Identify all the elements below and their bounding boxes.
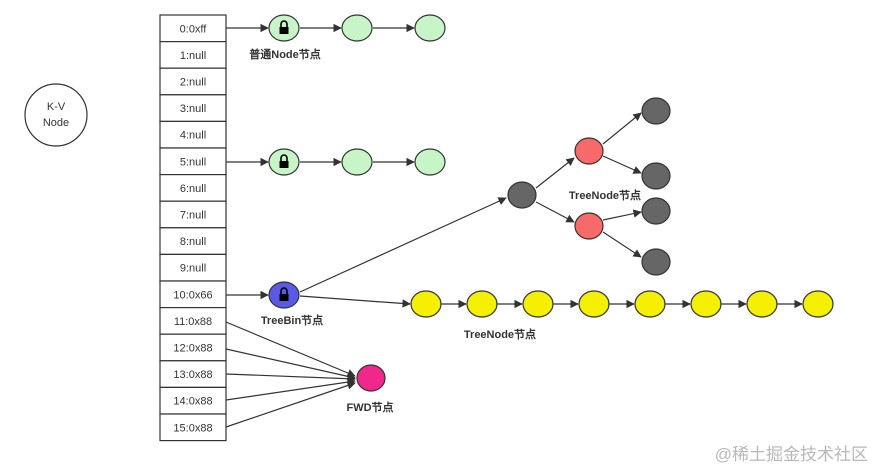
tree-root-node <box>507 181 537 209</box>
bucket-slot-label: 13:0x88 <box>173 369 212 381</box>
legend-line2: Node <box>43 117 69 129</box>
bucket-slot: 11:0x88 <box>159 307 227 335</box>
bucket-slot: 14:0x88 <box>159 386 227 415</box>
edge <box>225 373 356 383</box>
bucket-slot-label: 10:0x66 <box>173 289 212 301</box>
tree-list-node <box>802 290 834 318</box>
bucket-slot: 4:null <box>159 120 227 149</box>
label-treenode-lower: TreeNode节点 <box>464 327 536 341</box>
bucket-slot-label: 14:0x88 <box>173 396 212 408</box>
tree-list-node <box>578 290 610 318</box>
bucket-slot: 6:null <box>159 174 227 202</box>
bucket-slot-label: 12:0x88 <box>173 343 212 355</box>
edge <box>535 201 575 223</box>
bucket-slot-label: 2:null <box>180 77 206 89</box>
bucket-slot: 8:null <box>159 227 227 256</box>
bucket-slot: 3:null <box>159 94 227 123</box>
bucket-slot: 13:0x88 <box>159 360 227 388</box>
tree-list-node <box>634 290 666 318</box>
bucket-slot: 15:0x88 <box>159 413 227 442</box>
edge <box>225 321 356 377</box>
label-treenode-upper: TreeNode节点 <box>569 188 641 202</box>
edge <box>602 209 642 221</box>
label-fwd: FWD节点 <box>346 400 393 414</box>
watermark: @稀土掘金技术社区 <box>715 445 868 464</box>
bucket-slot-label: 9:null <box>180 263 206 275</box>
kv-node-legend: K-V Node <box>24 83 88 147</box>
bucket-slot-label: 6:null <box>180 183 206 195</box>
bucket-slot-label: 3:null <box>180 103 206 115</box>
bucket-slot-label: 8:null <box>180 236 206 248</box>
edge <box>299 197 507 293</box>
bucket-table: 0:0xff 1:null 2:null 3:null 4:null 5:null 6:nu… <box>159 14 227 442</box>
tree-leaf-node <box>641 97 671 125</box>
bucket-slot: 5:null <box>159 147 227 176</box>
bucket-slot: 0:0xff <box>159 14 227 43</box>
bucket-slot: 1:null <box>159 40 227 69</box>
edges <box>225 23 803 428</box>
bucket-slot: 2:null <box>159 67 227 96</box>
edge <box>602 112 642 145</box>
bucket-slot: 7:null <box>159 200 227 229</box>
locked-node <box>268 148 300 176</box>
tree-red-node <box>574 212 604 240</box>
edge <box>535 157 575 189</box>
tree-list-node <box>466 290 498 318</box>
edge <box>225 377 356 401</box>
label-normal-node: 普通Node节点 <box>249 47 321 61</box>
edge <box>602 231 642 258</box>
tree-leaf-node <box>641 197 671 225</box>
tree-list-node <box>522 290 554 318</box>
tree-list-node <box>410 290 442 318</box>
edge <box>602 155 642 174</box>
bucket-slot-label: 1:null <box>180 50 206 62</box>
label-treebin: TreeBin节点 <box>261 313 323 327</box>
bucket-slot-label: 11:0x88 <box>174 316 212 328</box>
bucket-slot: 12:0x88 <box>159 333 227 362</box>
normal-node <box>414 14 446 42</box>
locked-node <box>268 14 300 42</box>
bucket-slot: 9:null <box>159 253 227 282</box>
fwd-node <box>356 364 386 392</box>
tree-list-node <box>690 290 722 318</box>
edge <box>225 348 356 381</box>
tree-red-node <box>574 137 604 165</box>
bucket-slot-label: 0:0xff <box>180 23 208 35</box>
normal-node <box>341 148 373 176</box>
nodes <box>268 14 834 392</box>
edge <box>225 381 356 428</box>
tree-leaf-node <box>641 248 671 276</box>
tree-leaf-node <box>641 162 671 190</box>
bucket-slot-label: 5:null <box>180 156 206 168</box>
bucket-slot: 10:0x66 <box>159 280 227 309</box>
normal-node <box>341 14 373 42</box>
bucket-slot-label: 4:null <box>180 130 206 142</box>
bucket-slot-label: 7:null <box>180 210 206 222</box>
normal-node <box>414 148 446 176</box>
treebin-node <box>268 281 300 309</box>
edge <box>299 295 411 308</box>
bucket-slot-label: 15:0x88 <box>173 422 212 434</box>
legend-line1: K-V <box>47 101 66 113</box>
tree-list-node <box>746 290 778 318</box>
